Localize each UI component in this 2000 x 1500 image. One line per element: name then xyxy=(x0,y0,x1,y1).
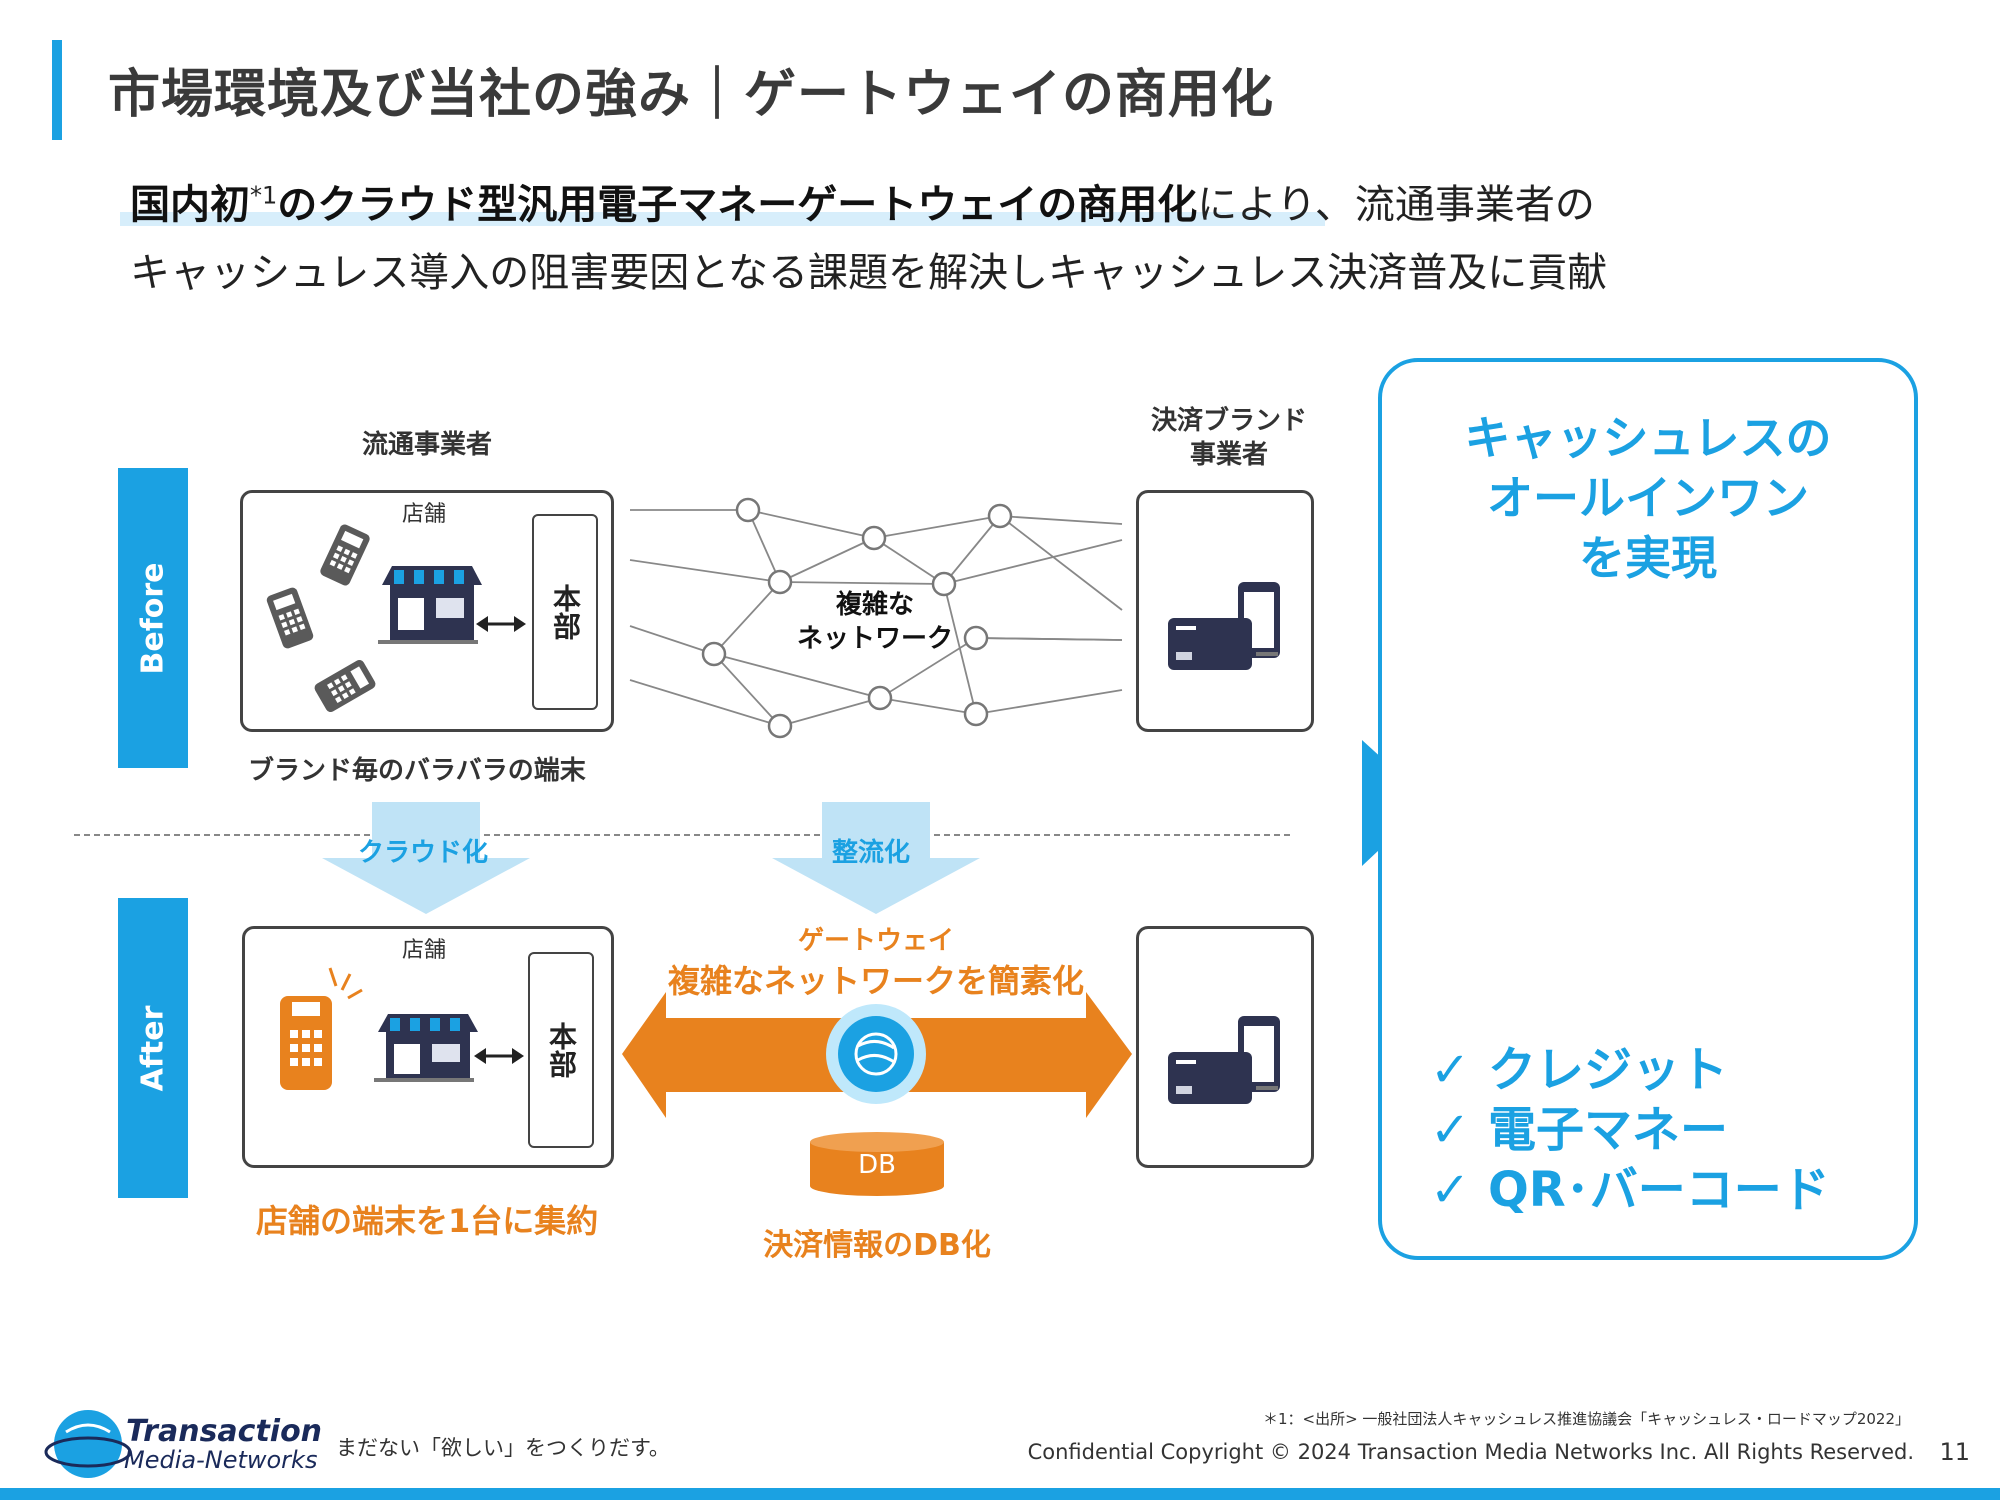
lead-line-1: 国内初*1のクラウド型汎用電子マネーゲートウェイの商用化により、流通事業者の xyxy=(130,172,1595,230)
cloudify-label: クラウド化 xyxy=(358,838,489,868)
lead-footnote-ref: *1 xyxy=(250,181,278,210)
check-item-emoney: ✓ 電子マネー xyxy=(1430,1090,1728,1160)
db-cylinder-icon xyxy=(810,1132,944,1196)
db-label: DB xyxy=(858,1150,896,1180)
panel-title: キャッシュレスの オールインワン を実現 xyxy=(1464,411,1832,585)
copyright: Confidential Copyright © 2024 Transactio… xyxy=(1027,1440,1914,1464)
lead-bold-1: 国内初 xyxy=(130,182,250,228)
gateway-globe-icon xyxy=(826,1004,926,1104)
before-after-divider xyxy=(74,834,1290,836)
before-shop-icon xyxy=(378,566,482,644)
down-arrows xyxy=(322,802,980,914)
before-band: Before xyxy=(118,468,188,768)
retailer-label: 流通事業者 xyxy=(362,430,493,460)
after-band: After xyxy=(118,898,188,1198)
check-icon: ✓ xyxy=(1430,1102,1471,1158)
check-item-credit: ✓ クレジット xyxy=(1430,1030,1728,1100)
lead-highlight xyxy=(120,212,1325,226)
before-store-label: 店舗 xyxy=(402,502,447,527)
after-caption: 店舗の端末を1台に集約 xyxy=(256,1202,599,1240)
page-number: 11 xyxy=(1939,1438,1970,1466)
network-nodes xyxy=(701,497,1013,739)
after-shop-icon xyxy=(374,1014,478,1082)
company-logo-icon xyxy=(44,1410,132,1478)
network-lines xyxy=(629,509,1123,727)
after-brand-device-icon xyxy=(1168,1016,1280,1104)
title-accent-bar xyxy=(52,40,62,140)
after-brand-box xyxy=(1136,926,1314,1168)
lead-bold-2: のクラウド型汎用電子マネーゲートウェイの商用化 xyxy=(277,182,1198,228)
before-brand-device-icon xyxy=(1168,582,1280,670)
check-item-qr: ✓ QR･バーコード xyxy=(1430,1150,1830,1220)
brand-operator-label: 決済ブランド 事業者 xyxy=(1150,406,1307,470)
logo-text-line1: Transaction xyxy=(126,1414,323,1449)
gateway-title: ゲートウェイ xyxy=(797,926,954,956)
before-hq-label: 本部 xyxy=(549,584,582,640)
after-hq-box: 本部 xyxy=(528,952,594,1148)
logo-text-line2: Media-Networks xyxy=(124,1446,318,1474)
after-store-hq-arrow-icon xyxy=(474,1048,524,1064)
page-title: 市場環境及び当社の強み｜ゲートウェイの商用化 xyxy=(108,65,1275,125)
after-hq-label: 本部 xyxy=(545,1022,578,1078)
db-caption: 決済情報のDB化 xyxy=(763,1228,991,1263)
company-tagline: まだない「欲しい」をつくりだす。 xyxy=(336,1436,670,1460)
complex-network-label: 複雑な ネットワーク xyxy=(796,590,953,654)
check-icon: ✓ xyxy=(1430,1162,1471,1218)
organize-label: 整流化 xyxy=(832,838,911,868)
lead-normal: により、流通事業者の xyxy=(1197,182,1595,228)
before-hq-box: 本部 xyxy=(532,514,598,710)
before-store-hq-arrow-icon xyxy=(476,616,526,632)
before-brand-box xyxy=(1136,490,1314,732)
check-icon: ✓ xyxy=(1430,1042,1471,1098)
scattered-terminals-icon xyxy=(266,524,376,713)
after-terminal-icon xyxy=(280,967,363,1090)
check-label: QR･バーコード xyxy=(1488,1162,1830,1218)
before-caption: ブランド毎のバラバラの端末 xyxy=(248,756,586,786)
footnote: ＊1：<出所> 一般社団法人キャッシュレス推進協議会「キャッシュレス・ロードマッ… xyxy=(1262,1410,1910,1428)
all-in-one-panel xyxy=(1378,358,1918,1260)
check-label: 電子マネー xyxy=(1488,1102,1729,1158)
gateway-subtitle: 複雑なネットワークを簡素化 xyxy=(667,962,1084,1000)
bottom-accent-bar xyxy=(0,1488,2000,1500)
lead-line-2: キャッシュレス導入の阻害要因となる課題を解決しキャッシュレス決済普及に貢献 xyxy=(130,250,1608,296)
check-label: クレジット xyxy=(1488,1042,1729,1098)
after-store-label: 店舗 xyxy=(402,938,447,963)
